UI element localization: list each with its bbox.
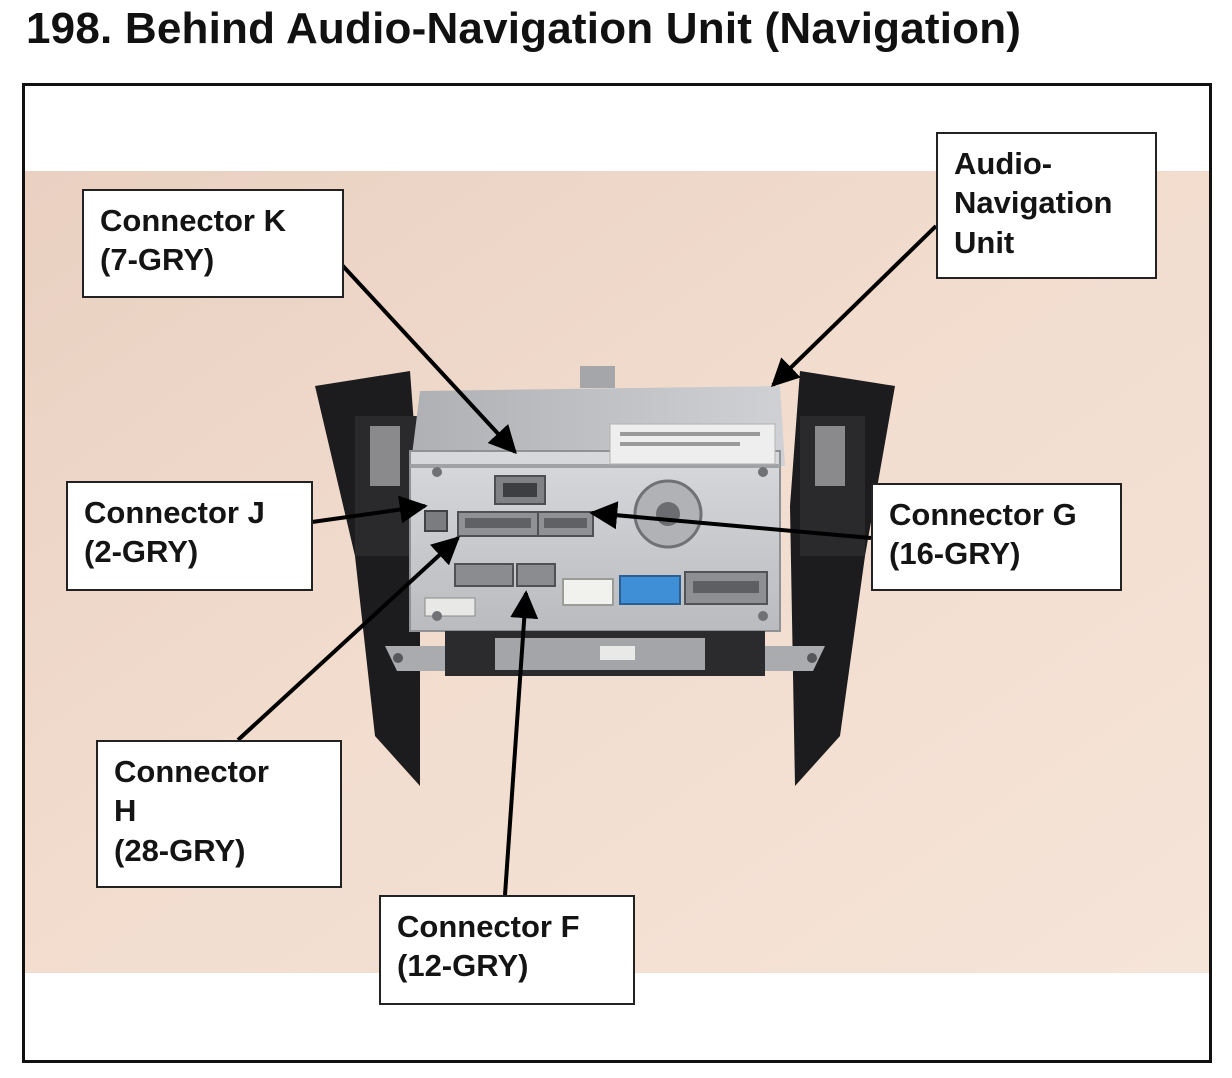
callout-connector-f-line-1: Connector F (397, 909, 580, 944)
callout-connector-g-line-1: Connector G (889, 497, 1077, 532)
callout-connector-k: Connector K (7-GRY) (82, 189, 344, 298)
callout-connector-h: Connector H (28-GRY) (96, 740, 342, 888)
figure-title: 198. Behind Audio-Navigation Unit (Navig… (26, 4, 1022, 53)
callout-connector-h-line-1: Connector (114, 754, 269, 789)
callout-connector-k-line-2: (7-GRY) (100, 242, 215, 278)
callout-connector-h-line-3: (28-GRY) (114, 832, 246, 868)
callout-connector-g-line-2: (16-GRY) (889, 536, 1021, 572)
callout-audio-nav-unit: Audio- Navigation Unit (936, 132, 1157, 279)
callout-connector-j: Connector J (2-GRY) (66, 481, 313, 591)
callout-audio-nav-unit-line-1: Audio- (954, 146, 1053, 181)
callout-connector-k-line-1: Connector K (100, 203, 286, 238)
callout-connector-f: Connector F (12-GRY) (379, 895, 635, 1005)
callout-audio-nav-unit-line-2: Navigation (954, 185, 1113, 221)
unit-lower-chassis (385, 631, 825, 676)
callout-connector-f-line-2: (12-GRY) (397, 948, 529, 984)
callout-connector-h-line-2: H (114, 793, 137, 829)
callout-connector-j-line-2: (2-GRY) (84, 534, 199, 570)
callout-audio-nav-unit-line-3: Unit (954, 224, 1015, 260)
callout-connector-g: Connector G (16-GRY) (871, 483, 1122, 591)
unit-rear-panel (409, 423, 781, 632)
callout-connector-j-line-1: Connector J (84, 495, 265, 530)
